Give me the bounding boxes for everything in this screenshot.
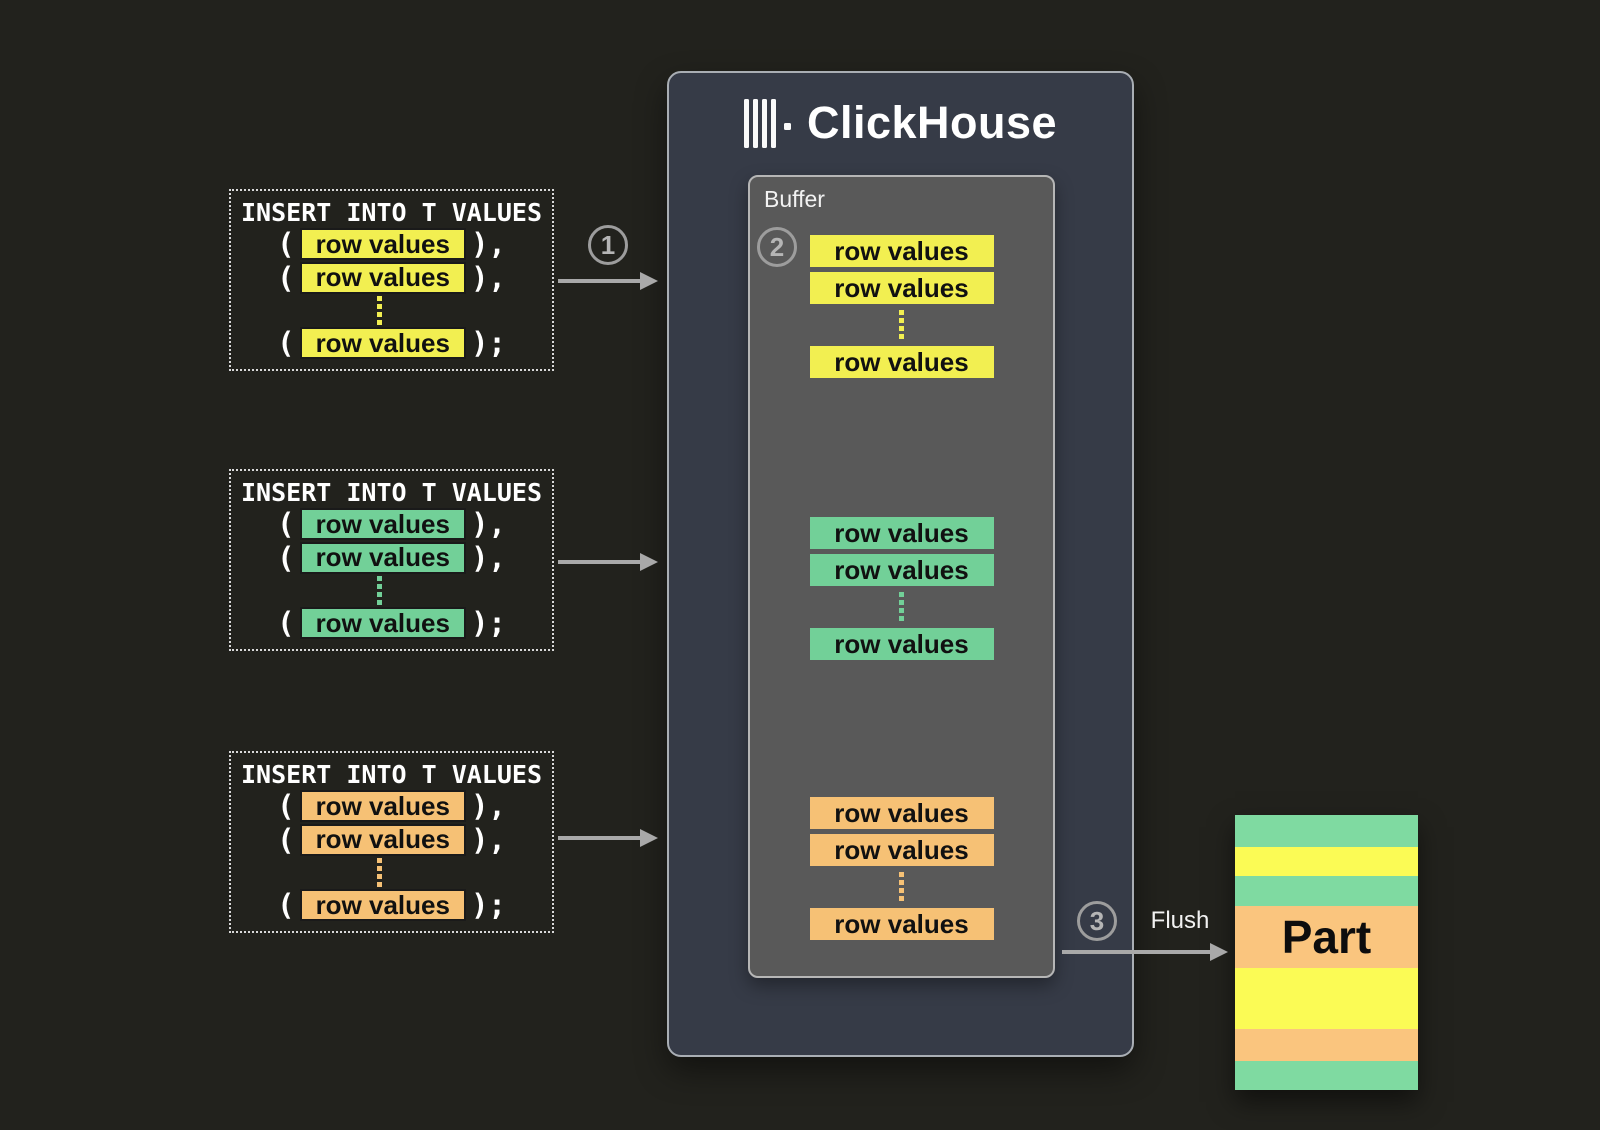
buffer-label: Buffer — [764, 186, 825, 212]
insert-title: INSERT INTO T VALUES — [240, 478, 543, 507]
insert-title: INSERT INTO T VALUES — [240, 760, 543, 789]
arrow-shaft — [558, 279, 640, 283]
part-stripe — [1235, 968, 1418, 1029]
arrow-shaft — [558, 836, 640, 840]
row-values-chip: row values — [809, 628, 994, 660]
row-values-chip: row values — [299, 823, 466, 856]
insert-row: ( row values ), — [277, 822, 506, 857]
ellipsis-dots — [377, 295, 382, 325]
close-paren: ), — [470, 507, 506, 542]
insert-arrow-2 — [558, 553, 658, 571]
insert-row: ( row values ), — [277, 789, 506, 824]
arrow-head-icon — [1210, 943, 1228, 961]
logo-bar — [752, 98, 758, 148]
row-values-chip: row values — [299, 541, 466, 574]
step-3-badge: 3 — [1077, 901, 1117, 941]
buffer-box: Buffer row values row values row values … — [748, 175, 1055, 978]
arrow-head-icon — [640, 553, 658, 571]
row-values-chip: row values — [299, 889, 466, 921]
open-paren: ( — [277, 822, 295, 857]
step-1-badge: 1 — [588, 225, 628, 265]
close-paren: ), — [470, 260, 506, 295]
insert-statement-box-1: INSERT INTO T VALUES ( row values ), ( r… — [229, 189, 554, 371]
insert-row: ( row values ); — [277, 327, 506, 359]
buffer-group-yellow: row values row values row values — [750, 235, 1053, 383]
open-paren: ( — [277, 606, 295, 640]
close-paren: ), — [470, 540, 506, 575]
insert-arrow-1 — [558, 272, 658, 290]
insert-title: INSERT INTO T VALUES — [240, 198, 543, 227]
insert-row: ( row values ), — [277, 540, 506, 575]
insert-row: ( row values ), — [277, 507, 506, 542]
open-paren: ( — [277, 260, 295, 295]
row-values-chip: row values — [809, 908, 994, 940]
ellipsis-dots — [899, 872, 904, 901]
insert-arrow-3 — [558, 829, 658, 847]
part-stripe — [1235, 815, 1418, 847]
row-values-chip: row values — [809, 554, 994, 586]
close-paren: ); — [470, 888, 506, 922]
logo-dot — [783, 122, 791, 130]
open-paren: ( — [277, 507, 295, 542]
arrow-head-icon — [640, 272, 658, 290]
part-label: Part — [1281, 911, 1372, 963]
row-values-chip: row values — [809, 346, 994, 378]
open-paren: ( — [277, 789, 295, 824]
arrow-shaft — [558, 560, 640, 564]
ellipsis-dots — [899, 310, 904, 339]
row-values-chip: row values — [809, 235, 994, 267]
row-values-chip: row values — [299, 508, 466, 541]
flush-label: Flush — [1150, 907, 1210, 934]
close-paren: ), — [470, 789, 506, 824]
step-2-badge: 2 — [757, 227, 797, 267]
ellipsis-dots — [377, 575, 382, 605]
close-paren: ); — [470, 606, 506, 640]
insert-statement-box-3: INSERT INTO T VALUES ( row values ), ( r… — [229, 751, 554, 933]
close-paren: ), — [470, 227, 506, 262]
row-values-chip: row values — [299, 228, 466, 261]
logo-bar — [743, 98, 749, 148]
open-paren: ( — [277, 227, 295, 262]
row-values-chip: row values — [809, 834, 994, 866]
insert-row: ( row values ); — [277, 607, 506, 639]
clickhouse-container: ClickHouse Buffer row values row values … — [667, 71, 1134, 1057]
row-values-chip: row values — [299, 790, 466, 823]
part-box: Part — [1235, 815, 1418, 1090]
buffer-group-orange: row values row values row values — [750, 797, 1053, 945]
row-values-chip: row values — [809, 517, 994, 549]
arrow-head-icon — [640, 829, 658, 847]
part-stripe — [1235, 1061, 1418, 1090]
clickhouse-title: ClickHouse — [806, 97, 1058, 148]
close-paren: ), — [470, 822, 506, 857]
ellipsis-dots — [899, 592, 904, 621]
flush-arrow — [1062, 943, 1228, 961]
logo-bar — [770, 98, 776, 148]
arrow-shaft — [1062, 950, 1210, 954]
open-paren: ( — [277, 326, 295, 360]
row-values-chip: row values — [299, 261, 466, 294]
open-paren: ( — [277, 888, 295, 922]
row-values-chip: row values — [299, 327, 466, 359]
open-paren: ( — [277, 540, 295, 575]
part-stripe — [1235, 876, 1418, 906]
row-values-chip: row values — [809, 272, 994, 304]
row-values-chip: row values — [299, 607, 466, 639]
part-stripe — [1235, 1029, 1418, 1061]
clickhouse-header: ClickHouse — [669, 97, 1132, 149]
insert-statement-box-2: INSERT INTO T VALUES ( row values ), ( r… — [229, 469, 554, 651]
logo-bar — [761, 98, 767, 148]
clickhouse-logo-icon — [743, 98, 791, 148]
close-paren: ); — [470, 326, 506, 360]
insert-row: ( row values ), — [277, 260, 506, 295]
part-stripe: Part — [1235, 906, 1418, 968]
part-stripe — [1235, 847, 1418, 876]
insert-row: ( row values ), — [277, 227, 506, 262]
buffer-group-green: row values row values row values — [750, 517, 1053, 665]
ellipsis-dots — [377, 857, 382, 887]
row-values-chip: row values — [809, 797, 994, 829]
insert-row: ( row values ); — [277, 889, 506, 921]
